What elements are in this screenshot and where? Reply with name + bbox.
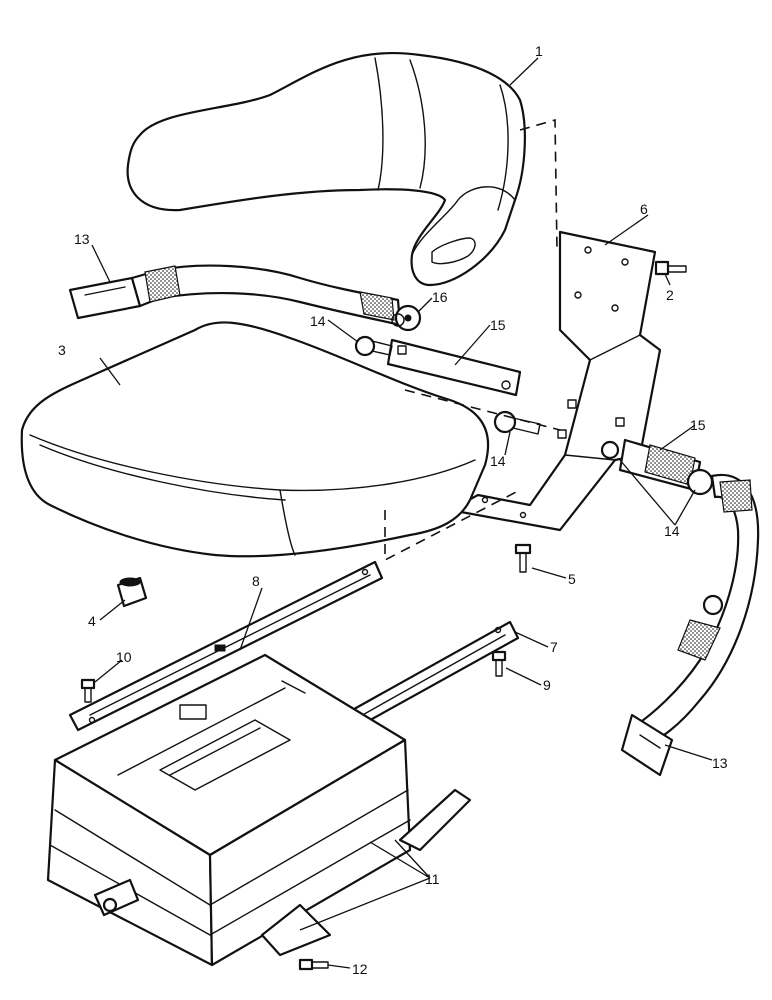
- seat-rail-8: [68, 560, 384, 732]
- callout-13-left: 13: [74, 231, 90, 247]
- screw-10: [80, 678, 96, 703]
- screw-2: [654, 260, 687, 276]
- callout-14-right: 14: [664, 523, 680, 539]
- callout-14-upper: 14: [310, 313, 326, 329]
- callout-7: 7: [550, 639, 558, 655]
- mounting-bracket: [448, 230, 662, 532]
- callout-5: 5: [568, 571, 576, 587]
- callout-6: 6: [640, 201, 648, 217]
- callout-13-right: 13: [712, 755, 728, 771]
- callout-9: 9: [543, 677, 551, 693]
- bolt-upper: [354, 335, 393, 357]
- callout-1: 1: [535, 43, 543, 59]
- bush-4: [116, 576, 148, 608]
- callout-15-right: 15: [690, 417, 706, 433]
- callout-4: 4: [88, 613, 96, 629]
- screw-9: [491, 650, 507, 677]
- leader-lines: [91, 57, 713, 969]
- alignment-line-bolt: [404, 389, 561, 431]
- bolt-middle: [493, 410, 541, 435]
- callout-10: 10: [116, 649, 132, 665]
- screw-12: [298, 958, 329, 971]
- callout-12: 12: [352, 961, 368, 977]
- seat-belt-buckle-left: [68, 264, 422, 332]
- seat-cushion: [20, 321, 490, 558]
- callout-2: 2: [666, 287, 674, 303]
- callout-3: 3: [58, 342, 66, 358]
- callout-8: 8: [252, 573, 260, 589]
- callouts: 1 2 3 4 5 6 7 8 9 10 11 12 13 13 14 14 1…: [58, 43, 728, 977]
- seat-belt-right: [618, 438, 760, 777]
- callout-15-upper: 15: [490, 317, 506, 333]
- callout-16: 16: [432, 289, 448, 305]
- suspension-base: [46, 653, 472, 967]
- screw-5: [514, 543, 532, 573]
- alignment-line-backrest: [519, 118, 558, 251]
- callout-14-middle: 14: [490, 453, 506, 469]
- backrest: [126, 51, 526, 287]
- belt-anchor-strap-upper: [386, 338, 522, 397]
- callout-11: 11: [425, 871, 440, 887]
